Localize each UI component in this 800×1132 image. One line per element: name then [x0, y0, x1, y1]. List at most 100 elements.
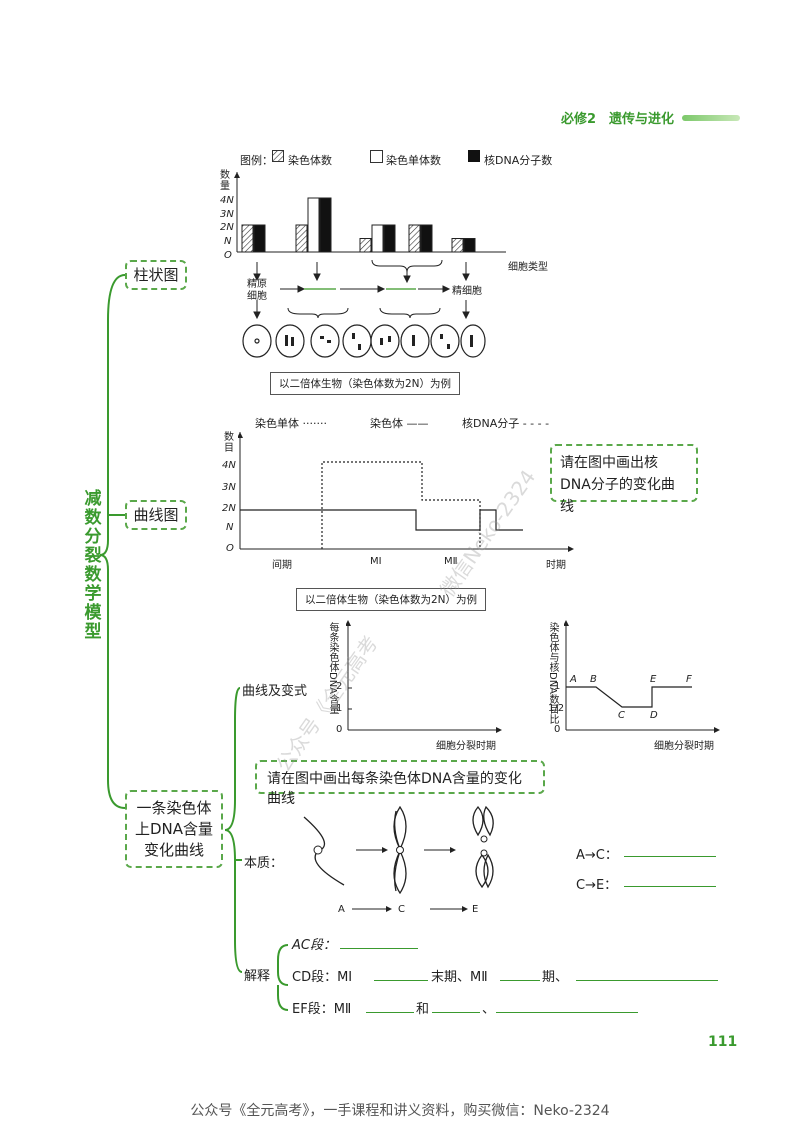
bar-核DNA分子数-2: [319, 197, 332, 253]
legend-item-3: 核DNA分子数: [484, 154, 553, 167]
cd-explain-blank-1[interactable]: [374, 980, 428, 981]
point-b: B: [590, 674, 597, 685]
section-curve-label: 一条染色体 上DNA含量 变化曲线: [125, 790, 223, 868]
ac-explain-label: AC段：: [292, 938, 336, 953]
left-tick-2: 2: [336, 681, 343, 692]
line-y-tick-2n: 2N: [222, 503, 236, 514]
legend-hatch-swatch: [272, 150, 284, 162]
section3-line3: 变化曲线: [143, 841, 204, 859]
point-a: A: [570, 674, 577, 685]
cd-explain-blank-2[interactable]: [500, 980, 540, 981]
prompt-dna-curve: 请在图中画出核DNA分子的变化曲线: [550, 444, 698, 515]
ratio-curve: [566, 686, 692, 708]
section-bar-chart-label: 柱状图: [125, 260, 187, 290]
bar-y-tick-o: O: [224, 250, 232, 261]
legend-item-1: 染色体数: [288, 154, 332, 167]
cell-label-sperm: 精细胞: [452, 286, 482, 297]
cell-label-spermatogonium: 精原 细胞: [247, 279, 267, 302]
essence-label: 本质：: [244, 856, 284, 871]
line-y-tick-3n: 3N: [222, 482, 236, 493]
bar-染色体数-3: [359, 238, 372, 253]
chromosome-stages-svg: [303, 805, 494, 895]
footer-text: 公众号《全元高考》，一手课程和讲义资料，购买微信：Neko-2324: [190, 1103, 610, 1119]
section3-line2: 上DNA含量: [134, 820, 214, 838]
point-f: F: [686, 674, 692, 685]
bar-chart-caption: 以二倍体生物（染色体数为2N）为例: [270, 372, 461, 395]
right-x-label: 细胞分裂时期: [654, 741, 714, 752]
legend-prefix: 图例：: [240, 154, 273, 167]
line-y-tick-n: N: [226, 522, 234, 533]
bar-染色体数-4: [408, 224, 421, 253]
ac-explain-blank[interactable]: [340, 948, 418, 949]
bar-染色体数-1: [241, 224, 254, 253]
ef-explain-blank-2[interactable]: [432, 1012, 480, 1013]
point-c: C: [618, 710, 625, 721]
stage-a: A: [338, 904, 345, 915]
line-x-tick-m1: MⅠ: [370, 556, 382, 567]
ef-explain-a: EF段：MⅡ: [292, 1002, 352, 1017]
left-x-label: 细胞分裂时期: [436, 741, 496, 752]
bar-染色单体数-2: [307, 197, 320, 253]
ef-explain-blank-3[interactable]: [496, 1012, 638, 1013]
line-legend-3: 核DNA分子 - - - -: [462, 417, 550, 430]
bar-染色单体数-3: [371, 224, 384, 253]
line-legend-2: 染色体 ——: [370, 417, 429, 430]
cd-explain-c: 期、: [542, 970, 569, 985]
header-text: 必修2 遗传与进化: [560, 112, 674, 127]
bar-y-tick-2n: 2N: [220, 222, 234, 233]
main-title: 减数分裂数学模型: [84, 489, 102, 642]
ac-essence-label: A→C：: [576, 848, 618, 863]
bar-x-label: 细胞类型: [508, 262, 548, 273]
page-number: 111: [708, 1034, 738, 1050]
chromatid-line: [321, 461, 481, 549]
left-tick-1: 1: [336, 703, 343, 714]
bar-核DNA分子数-1: [253, 224, 266, 253]
prompt-chromosome-curve: 请在图中画出每条染色体DNA含量的变化曲线: [255, 760, 545, 807]
curve-variant-label: 曲线及变式: [242, 684, 308, 699]
section1-text: 柱状图: [133, 266, 179, 284]
line-chart-svg: [238, 432, 574, 552]
stage-arrows: [352, 906, 468, 912]
header-bar: [682, 114, 740, 121]
legend-white-swatch: [370, 150, 383, 163]
ef-explain-b: 和: [416, 1002, 430, 1017]
legend-item-2: 染色单体数: [386, 154, 441, 167]
legend-black-swatch: [468, 150, 480, 162]
section3-line1: 一条染色体: [136, 799, 212, 817]
right-curve-svg: [564, 620, 720, 733]
stage-e: E: [472, 904, 479, 915]
bar-核DNA分子数-5: [463, 238, 476, 253]
line-x-tick-interphase: 间期: [272, 560, 292, 571]
cd-explain-blank-3[interactable]: [576, 980, 718, 981]
bar-染色体数-5: [451, 238, 464, 253]
cell-flow-svg: [242, 259, 486, 358]
bar-核DNA分子数-4: [420, 224, 433, 253]
bar-y-tick-3n: 3N: [220, 209, 234, 220]
explain-label: 解释: [244, 969, 271, 984]
section-line-chart-label: 曲线图: [125, 500, 187, 530]
line-chart-caption: 以二倍体生物（染色体数为2N）为例: [296, 588, 487, 611]
line-y-label: 数目: [224, 432, 234, 454]
line-x-label: 时期: [546, 560, 566, 571]
right-tick-1: 1: [554, 681, 561, 692]
cd-explain-b: 末期、MⅡ: [431, 970, 488, 985]
bar-y-tick-n: N: [224, 236, 232, 247]
line-x-tick-m2: MⅡ: [444, 556, 458, 567]
chromosome-line: [240, 509, 523, 531]
bar-y-label: 数量: [220, 170, 230, 192]
line-y-tick-o: O: [226, 543, 234, 554]
ef-explain-blank-1[interactable]: [366, 1012, 414, 1013]
ce-essence-label: C→E：: [576, 878, 618, 893]
left-curve-axes: [346, 620, 502, 733]
ce-essence-blank[interactable]: [624, 886, 716, 887]
bar-y-tick-4n: 4N: [220, 195, 234, 206]
bar-核DNA分子数-3: [383, 224, 396, 253]
right-tick-0: 0: [554, 724, 561, 735]
section2-text: 曲线图: [133, 506, 179, 524]
right-y-label: 染色体与核DNA数目比: [547, 622, 558, 725]
bar-染色体数-2: [295, 224, 308, 253]
ac-essence-blank[interactable]: [624, 856, 716, 857]
cd-explain-a: CD段：MⅠ: [292, 970, 353, 985]
line-y-tick-4n: 4N: [222, 460, 236, 471]
